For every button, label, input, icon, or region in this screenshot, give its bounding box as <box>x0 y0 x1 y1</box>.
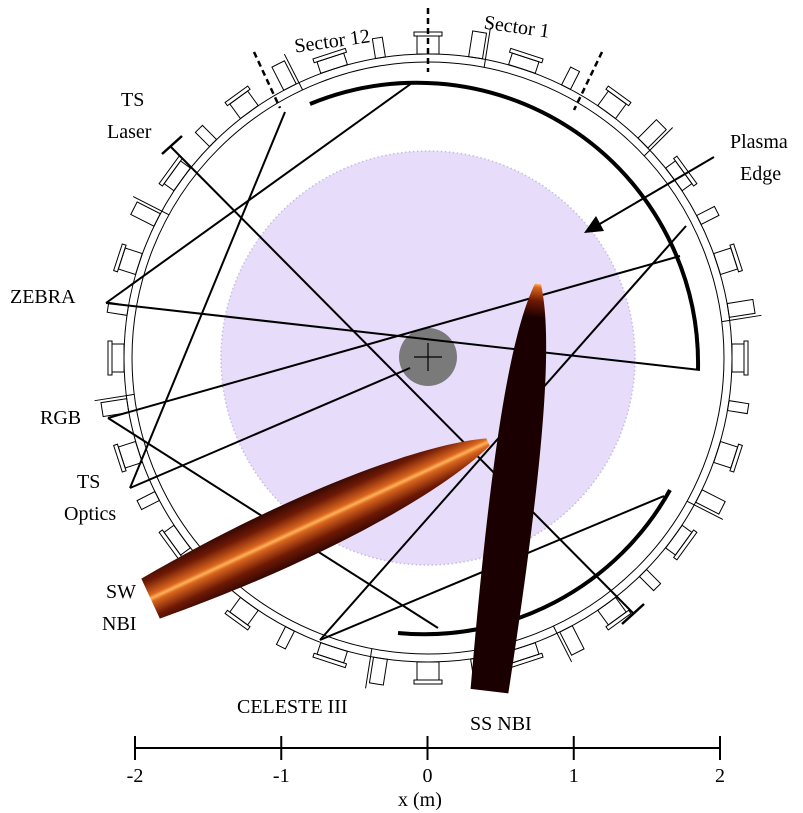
sw-nbi-label-2: NBI <box>102 613 136 635</box>
vessel-port <box>721 298 762 323</box>
vessel-port <box>158 155 191 192</box>
vessel-port <box>597 85 632 120</box>
vessel-port <box>686 489 726 520</box>
vessel-port <box>365 648 388 689</box>
ts-laser-label-1: TS <box>121 89 144 111</box>
vessel-port <box>713 243 744 276</box>
vessel-port <box>507 47 544 74</box>
rgb-line-1 <box>107 255 681 419</box>
zebra-line-1 <box>105 82 413 304</box>
vessel-port <box>107 340 125 376</box>
vessel-port <box>112 243 143 276</box>
vessel-port <box>371 36 386 60</box>
sw-nbi-label-1: SW <box>106 581 136 603</box>
ss-nbi-label: SS NBI <box>470 713 532 735</box>
limiter-arc-top-right <box>309 80 701 371</box>
x-axis-tick-label: -1 <box>273 765 290 787</box>
x-axis-label: x (m) <box>398 789 442 811</box>
vessel-port <box>638 568 662 592</box>
vessel-port <box>695 205 720 226</box>
vessel-port <box>713 440 744 473</box>
ts-laser-line <box>169 145 635 615</box>
celeste-label: CELESTE III <box>237 696 348 718</box>
vessel-port <box>665 524 698 561</box>
vessel-port <box>726 400 750 415</box>
x-axis-tick-label: 1 <box>569 765 579 787</box>
vessel-port <box>94 393 135 418</box>
vessel-port <box>130 196 170 227</box>
x-axis: -2 -1 0 1 2 <box>127 736 725 787</box>
x-axis-tick-label: 2 <box>715 765 725 787</box>
vessel-port <box>136 490 161 511</box>
ts-laser-label-2: Laser <box>107 121 152 143</box>
vessel-port <box>597 596 632 631</box>
rgb-label: RGB <box>40 407 81 429</box>
vessel-port <box>194 124 218 148</box>
ts-optics-label-2: Optics <box>64 503 116 525</box>
plasma-edge-label-2: Edge <box>740 163 781 185</box>
sw-nbi-beam <box>141 438 490 619</box>
vessel-port <box>271 53 303 91</box>
plasma-edge-label-1: Plasma <box>730 131 788 153</box>
vessel-port <box>224 85 259 120</box>
vessel-port <box>275 625 296 650</box>
vessel-port <box>312 642 349 669</box>
limiter-arc-bottom <box>397 489 672 637</box>
vessel-port <box>553 625 585 663</box>
vessel-port <box>312 47 349 74</box>
sector-divider-left <box>252 51 282 109</box>
vessel-port <box>637 118 674 157</box>
vessel-port <box>560 66 581 91</box>
plasma-edge-arrow-shaft <box>597 156 715 226</box>
ss-nbi-beam <box>470 283 547 694</box>
ts-optics-label-1: TS <box>77 471 100 493</box>
vessel-port <box>731 340 749 376</box>
zebra-label: ZEBRA <box>10 286 76 308</box>
ts-laser-window-bottom <box>621 603 645 625</box>
sight-lines <box>105 82 715 641</box>
sector-divider-right <box>572 51 604 111</box>
vessel-port <box>468 27 491 68</box>
sector1-label: Sector 1 <box>483 12 552 43</box>
vessel-port <box>413 661 443 685</box>
plasma-edge-arrowhead <box>584 216 604 233</box>
x-axis-tick-label: -2 <box>127 765 144 787</box>
ts-optics-line-1 <box>129 111 286 489</box>
vessel-port <box>224 596 259 631</box>
zebra-line-2 <box>105 302 701 371</box>
x-axis-tick-label: 0 <box>423 765 433 787</box>
vessel-port <box>665 155 698 192</box>
ts-laser-window-top <box>161 135 183 155</box>
vessel-port <box>112 440 143 473</box>
ts-optics-line-2 <box>129 367 411 489</box>
